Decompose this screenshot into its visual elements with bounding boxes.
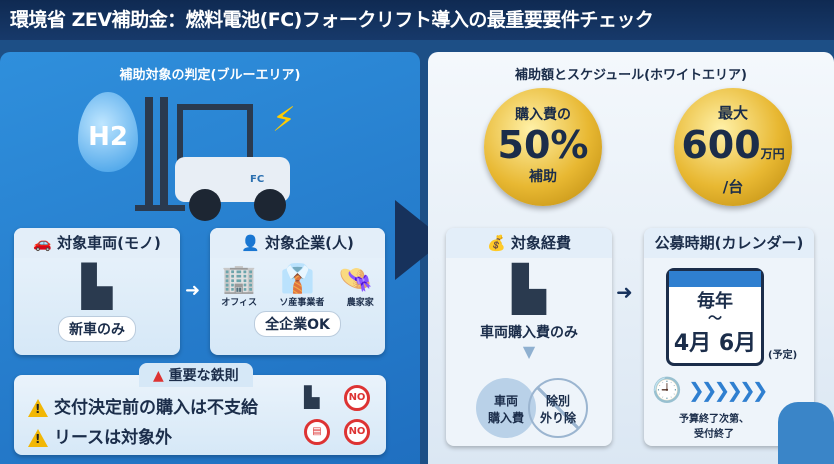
forklift-icon: ▙ xyxy=(512,264,546,315)
rule-item: !交付決定前の購入は不支給 xyxy=(28,393,258,418)
rules-title: ▲ 重要な鉄則 xyxy=(139,363,253,387)
no-lease-icon: ▤ xyxy=(304,419,330,445)
blue-area: 補助対象の判定(ブルーエリア) H2 FC ⚡ 🚗 対象車両(モノ) ▙ 新車の… xyxy=(0,52,420,464)
expense-card: 💰 対象経費 ▙ 車両購入費のみ ▼ 車両 購入費 除別 外り除 xyxy=(446,228,612,446)
company-card: 👤 対象企業(人) 🏢 👔 👒 オフィス ソ産事業者 農家家 全企業OK xyxy=(210,228,385,355)
excluded-cost-circle: 除別 外り除 xyxy=(528,378,588,438)
white-area: 補助額とスケジュール(ホワイトエリア) 購入費の 50% 補助 最大 600万円… xyxy=(428,52,834,464)
forklift-box-icon: ▙ xyxy=(304,385,320,409)
office-building-icon: 🏢 xyxy=(221,262,257,295)
included-cost-circle: 車両 購入費 xyxy=(476,378,536,438)
arrow-right-icon: ➜ xyxy=(185,280,201,301)
alert-icon: ▲ xyxy=(153,368,164,384)
no-icon: NO xyxy=(344,385,370,411)
arrow-down-icon: ▼ xyxy=(522,342,536,361)
forklift-icon: ▙ xyxy=(81,264,113,310)
worker-illustration xyxy=(778,402,834,464)
type-business: ソ産事業者 xyxy=(279,298,325,308)
company-title: 対象企業(人) xyxy=(265,234,354,252)
hydrogen-drop-icon: H2 xyxy=(78,92,138,172)
lightning-icon: ⚡ xyxy=(272,100,296,140)
type-office: オフィス xyxy=(221,298,258,308)
coins-hand-icon: 💰 xyxy=(487,234,506,252)
rule-item: !リースは対象外 xyxy=(28,423,172,448)
progress-chevrons-icon: ❯❯❯❯❯❯ xyxy=(688,378,769,402)
blue-heading: 補助対象の判定(ブルーエリア) xyxy=(119,68,301,83)
car-icon: 🚗 xyxy=(33,234,52,252)
vehicle-title: 対象車両(モノ) xyxy=(57,234,161,252)
schedule-title: 公募時期(カレンダー) xyxy=(644,228,814,258)
end-text: 予算終了次第、 受付終了 xyxy=(679,414,749,440)
farmer-icon: 👒 xyxy=(338,262,374,295)
schedule-note: (予定) xyxy=(768,350,798,361)
vehicle-card: 🚗 対象車両(モノ) ▙ 新車のみ xyxy=(14,228,180,355)
fc-forklift-icon: FC xyxy=(135,97,290,221)
warning-icon: ! xyxy=(28,429,48,447)
white-heading: 補助額とスケジュール(ホワイトエリア) xyxy=(515,68,747,83)
calendar-icon: 毎年 〜 4月 6月 xyxy=(666,268,764,366)
fc-label: FC xyxy=(250,174,264,185)
arrow-right-icon: ➜ xyxy=(616,280,633,304)
max-amount-coin: 最大 600万円 /台 xyxy=(674,88,792,206)
all-companies-badge: 全企業OK xyxy=(254,311,341,337)
rules-card: ▲ 重要な鉄則 !交付決定前の購入は不支給 !リースは対象外 NO NO ▤ ▙ xyxy=(14,363,386,455)
h2-label: H2 xyxy=(88,122,128,152)
type-farmer: 農家家 xyxy=(346,298,374,308)
subsidy-rate-coin: 購入費の 50% 補助 xyxy=(484,88,602,206)
no-icon: NO xyxy=(344,419,370,445)
person-icon: 👤 xyxy=(241,234,260,252)
businessman-icon: 👔 xyxy=(280,262,315,295)
schedule-card: 公募時期(カレンダー) 毎年 〜 4月 6月 (予定) 🕘 ❯❯❯❯❯❯ 予算終… xyxy=(644,228,814,446)
page-title: 環境省 ZEV補助金：燃料電池(FC)フォークリフト導入の最重要要件チェック xyxy=(0,0,834,40)
expense-label: 車両購入費のみ xyxy=(480,325,578,341)
new-only-badge: 新車のみ xyxy=(58,316,136,342)
clock-icon: 🕘 xyxy=(652,376,682,404)
warning-icon: ! xyxy=(28,399,48,417)
